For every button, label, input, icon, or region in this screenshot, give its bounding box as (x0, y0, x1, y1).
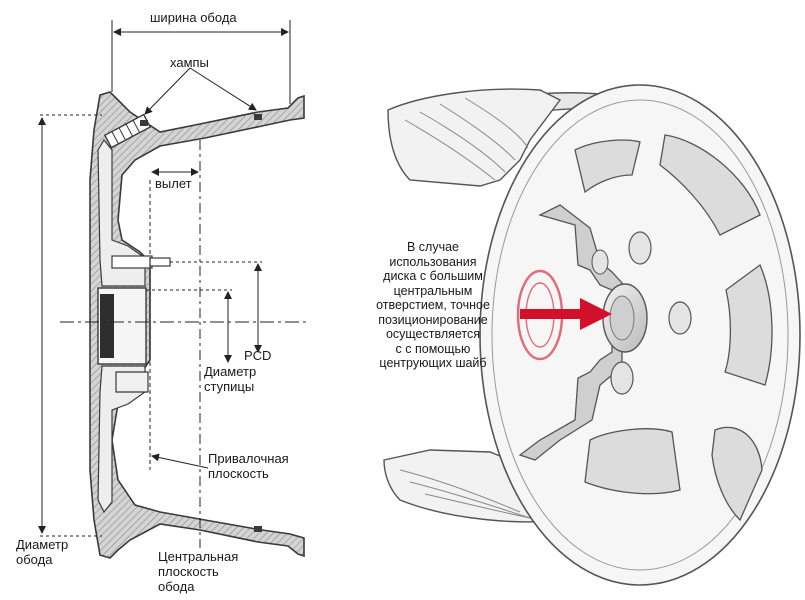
label-mounting-plane-line1: Привалочная (208, 451, 289, 466)
spoke-window-bottom (584, 428, 681, 495)
label-offset: вылет (155, 176, 192, 191)
lug-hole-top (628, 231, 652, 265)
wheel-3d-view (383, 84, 801, 586)
rim-cross-section (89, 91, 305, 559)
wheel-face-inner-lip (491, 99, 789, 571)
spoke-window-bottom-right (711, 426, 763, 522)
label-rim-diameter-line1: Диаметр (16, 537, 69, 552)
barrel-grooves-top (404, 97, 529, 181)
label-center-plane-line2: плоскость (158, 564, 219, 579)
dimension-lines (38, 20, 310, 548)
note-line: использования (389, 254, 477, 269)
note-line: осуществляется (385, 327, 481, 341)
hump-marker-right (254, 114, 262, 120)
label-mounting-plane-line2: плоскость (208, 466, 269, 481)
hub-bore-3d (609, 295, 635, 341)
label-hub-diameter-line2: ступицы (204, 379, 255, 394)
lug-bolt (111, 255, 153, 269)
label-center-plane-line3: обода (158, 579, 195, 594)
label-center-plane-line1: Центральная (158, 549, 239, 564)
lug-hole-bottom (610, 361, 634, 395)
insertion-arrow (520, 298, 612, 330)
note-line: центральным (393, 283, 473, 298)
label-rim-diameter-line2: обода (16, 552, 53, 567)
label-humps: хампы (170, 55, 209, 70)
note-line: позиционирование (378, 312, 488, 327)
hump-marker-left (140, 120, 148, 126)
note-line: отверстием, точное (376, 298, 490, 312)
spoke-window-left (574, 139, 641, 194)
hump-marker-bottom (254, 526, 262, 532)
wheel-disc-section-lower (97, 365, 146, 514)
spoke-window-top-right (724, 263, 773, 386)
centering-note: В случае использования диска с большим ц… (362, 240, 504, 371)
note-line: с с помощью (395, 341, 471, 356)
barrel-grooves-bottom (399, 469, 541, 521)
lug-bolt-head (149, 257, 171, 267)
label-hub-diameter-line1: Диаметр (204, 364, 257, 379)
lug-hole-right (668, 301, 692, 335)
lower-bolt-hole (115, 371, 149, 393)
rim-barrel-top (387, 88, 562, 187)
wheel-disc-section (97, 138, 146, 287)
label-rim-width: ширина обода (150, 10, 237, 25)
label-pcd: PCD (244, 348, 272, 363)
note-line: В случае (406, 240, 460, 254)
note-line: центрующих шайб (379, 356, 487, 370)
note-line: диска с большим (383, 269, 483, 283)
spoke-window-top (659, 134, 761, 236)
lug-hole-left (591, 249, 609, 275)
hub-bore-insert (100, 294, 114, 358)
